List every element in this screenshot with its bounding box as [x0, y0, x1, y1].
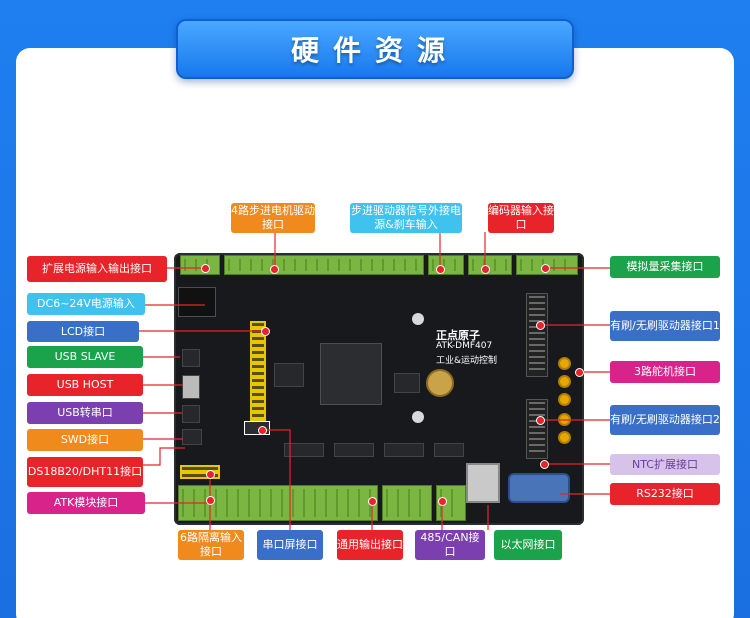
- mount-hole: [412, 411, 424, 423]
- servo-connector: [558, 375, 571, 388]
- dc-jack: [178, 287, 216, 317]
- label-servo: 3路舵机接口: [610, 361, 720, 383]
- mount-hole: [412, 313, 424, 325]
- label-485-can: 485/CAN接口: [415, 530, 485, 560]
- marker-dot: [201, 264, 210, 273]
- marker-dot: [436, 265, 445, 274]
- marker-dot: [261, 327, 270, 336]
- marker-dot: [206, 496, 215, 505]
- usb-host-port: [182, 375, 200, 399]
- marker-dot: [536, 416, 545, 425]
- servo-connector: [558, 431, 571, 444]
- marker-dot: [258, 426, 267, 435]
- marker-dot: [541, 264, 550, 273]
- label-rs232: RS232接口: [610, 483, 720, 505]
- circuit-board: 正点原子 ATK-DMF407 工业&运动控制: [174, 253, 584, 525]
- label-usb-slave: USB SLAVE: [27, 346, 143, 368]
- small-ic: [394, 373, 420, 393]
- board-model: ATK-DMF407: [436, 341, 493, 351]
- title-banner: 硬件资源: [176, 19, 574, 79]
- marker-dot: [270, 265, 279, 274]
- label-bldc2: 有刷/无刷驱动器接口2: [610, 405, 720, 435]
- marker-dot: [540, 460, 549, 469]
- marker-dot: [206, 470, 215, 479]
- label-stepper-signal: 步进驱动器信号外接电源&刹车输入: [350, 203, 462, 233]
- servo-connector: [558, 393, 571, 406]
- small-ic: [284, 443, 324, 457]
- label-ext-power: 扩展电源输入输出接口: [27, 256, 167, 282]
- servo-connector: [558, 357, 571, 370]
- page-title: 硬件资源: [290, 34, 459, 67]
- lcd-header: [250, 321, 266, 433]
- marker-dot: [438, 497, 447, 506]
- board-subtitle: 工业&运动控制: [436, 356, 498, 366]
- label-general-output: 通用输出接口: [337, 530, 403, 560]
- label-encoder: 编码器输入接口: [488, 203, 554, 233]
- small-ic: [434, 443, 464, 457]
- marker-dot: [368, 497, 377, 506]
- label-stepper: 4路步进电机驱动接口: [231, 203, 315, 233]
- marker-dot: [481, 265, 490, 274]
- label-serial-screen: 串口屏接口: [257, 530, 323, 560]
- label-ntc: NTC扩展接口: [610, 454, 720, 475]
- label-lcd: LCD接口: [27, 321, 139, 342]
- usb-serial-port: [182, 405, 200, 423]
- label-atk-module: ATK模块接口: [27, 492, 145, 514]
- bldc2-header: [526, 399, 548, 459]
- bldc1-header: [526, 293, 548, 377]
- swd-port: [182, 429, 202, 445]
- ethernet-port: [466, 463, 500, 503]
- board-brand: 正点原子: [436, 329, 480, 342]
- label-dc-input: DC6~24V电源输入: [27, 293, 145, 315]
- small-ic: [384, 443, 424, 457]
- usb-slave-port: [182, 349, 200, 367]
- label-usb-serial: USB转串口: [27, 402, 143, 424]
- db9-port: [508, 473, 570, 503]
- small-ic: [274, 363, 304, 387]
- coin-battery: [426, 369, 454, 397]
- label-ds18b20: DS18B20/DHT11接口: [27, 457, 143, 487]
- label-analog: 模拟量采集接口: [610, 256, 720, 278]
- mcu-chip: [320, 343, 382, 405]
- label-isolated-input: 6路隔离输入接口: [178, 530, 244, 560]
- label-ethernet: 以太网接口: [494, 530, 562, 560]
- label-bldc1: 有刷/无刷驱动器接口1: [610, 311, 720, 341]
- marker-dot: [575, 368, 584, 377]
- terminal-output: [382, 485, 432, 521]
- label-swd: SWD接口: [27, 429, 143, 451]
- label-usb-host: USB HOST: [27, 374, 143, 396]
- small-ic: [334, 443, 374, 457]
- marker-dot: [536, 321, 545, 330]
